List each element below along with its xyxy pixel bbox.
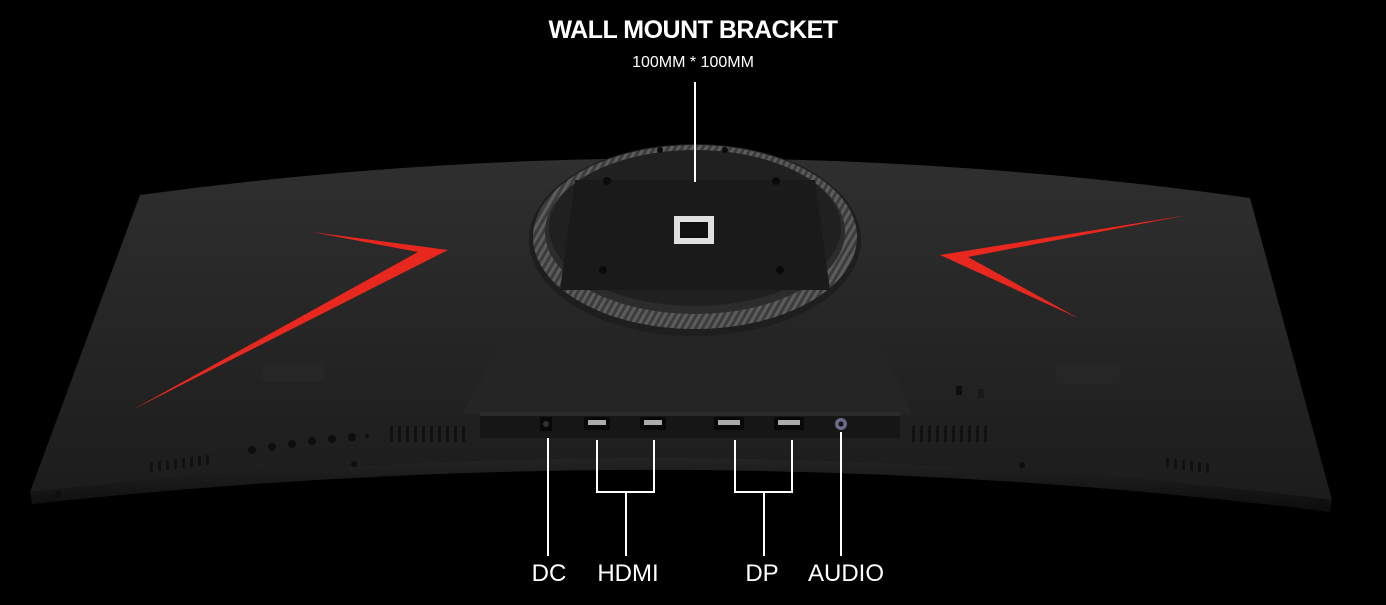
vesa-size-label: 100MM * 100MM <box>632 54 754 71</box>
red-accent-right <box>940 215 1188 318</box>
dc-label: DC <box>531 560 567 587</box>
audio-label: AUDIO <box>807 560 885 587</box>
port-dp-2 <box>774 417 804 430</box>
port-dc-connector <box>540 417 552 431</box>
wall-mount-title: WALL MOUNT BRACKET <box>548 16 838 44</box>
control-buttons <box>248 433 369 454</box>
side-vents-right <box>912 426 1209 473</box>
callout-lines <box>547 82 842 556</box>
port-bay <box>462 331 912 414</box>
stand-mount <box>529 144 861 336</box>
speaker-grille-right <box>1056 362 1120 384</box>
port-dp-1 <box>714 417 744 430</box>
side-vents-left <box>150 426 465 472</box>
monitor-bottom-edge <box>30 457 1332 512</box>
hdmi-label: HDMI <box>597 560 659 587</box>
speaker-grille-left <box>262 362 324 382</box>
port-hdmi-1 <box>584 417 610 430</box>
dp-label: DP <box>745 560 779 587</box>
port-hdmi-2 <box>640 417 666 430</box>
port-audio-jack <box>835 418 847 430</box>
red-accent-left <box>132 232 448 410</box>
